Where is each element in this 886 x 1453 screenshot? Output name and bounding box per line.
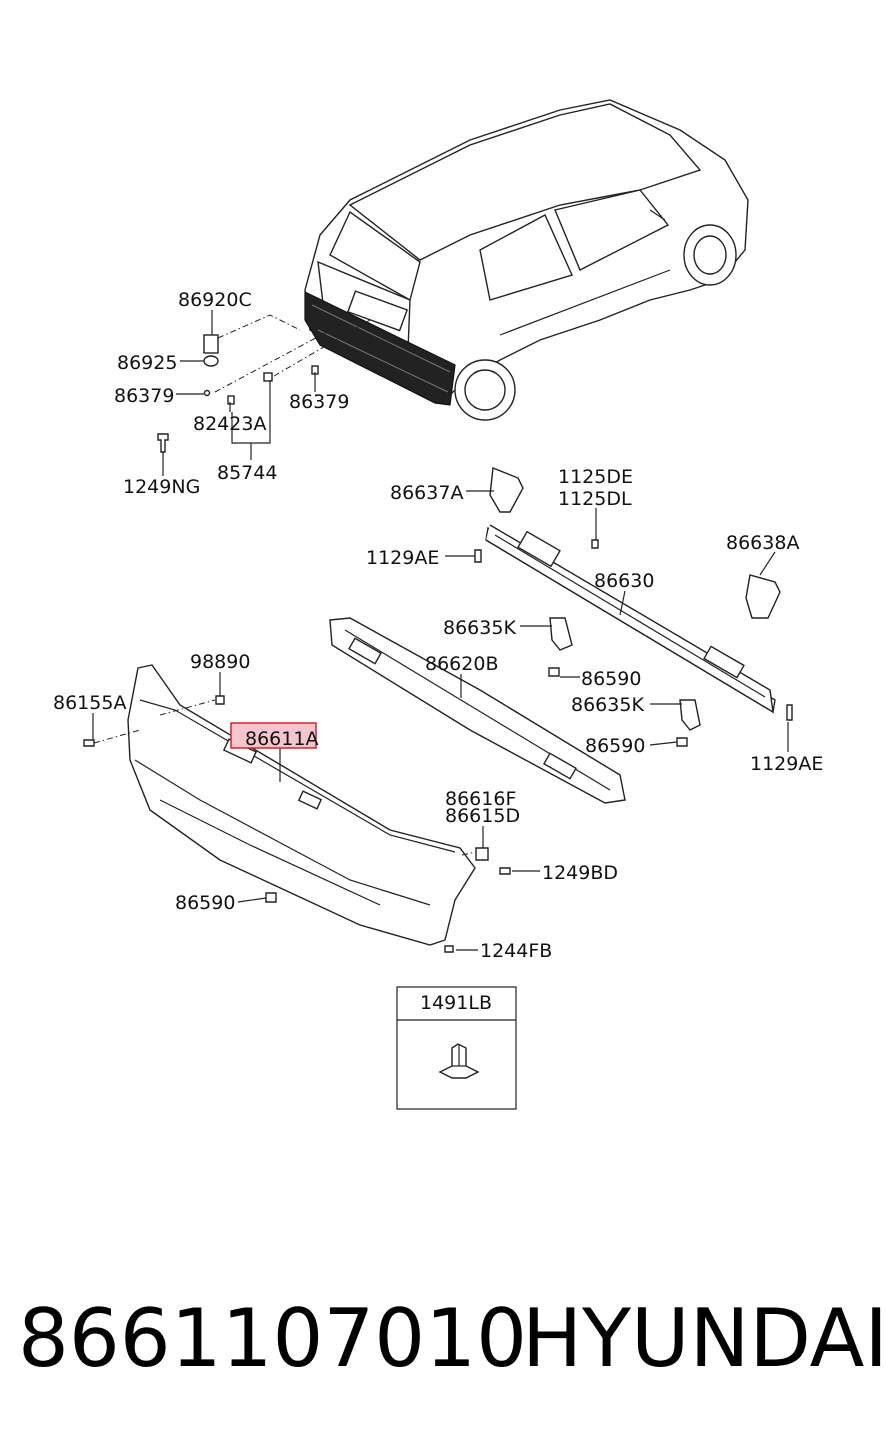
- callout-98890: 98890: [190, 651, 250, 673]
- car-illustration: [304, 99, 749, 421]
- callout-86635K-top: 86635K: [443, 617, 516, 639]
- callout-85744: 85744: [217, 462, 277, 484]
- leader-lines: [92, 310, 789, 951]
- callout-1249NG: 1249NG: [123, 476, 200, 498]
- callout-86925: 86925: [117, 352, 177, 374]
- brand-name: HYUNDAI: [522, 1292, 886, 1385]
- callout-86379-right: 86379: [289, 391, 349, 413]
- callout-86637A: 86637A: [390, 482, 463, 504]
- bumper-beam-86630: [474, 467, 793, 747]
- callout-1129AE-top: 1129AE: [366, 547, 439, 569]
- inset-1491LB: 1491LB: [396, 986, 517, 1110]
- callout-1125DL: 1125DL: [558, 488, 632, 510]
- highlight-box: [230, 722, 317, 749]
- callout-86379-left: 86379: [114, 385, 174, 407]
- callout-86590-top: 86590: [581, 668, 641, 690]
- callout-1244FB: 1244FB: [480, 940, 552, 962]
- inset-label: 1491LB: [420, 992, 492, 1014]
- callout-86616F: 86616F: [445, 788, 516, 810]
- callout-86155A: 86155A: [53, 692, 126, 714]
- callout-82423A: 82423A: [193, 413, 266, 435]
- callout-1249BD: 1249BD: [542, 862, 618, 884]
- license-plate-parts: [157, 314, 371, 453]
- energy-absorber-86620B: [329, 617, 626, 804]
- callout-1125DE: 1125DE: [558, 466, 633, 488]
- callout-86590-bottom: 86590: [175, 892, 235, 914]
- callout-86615D: 86615D: [445, 805, 520, 827]
- callout-1129AE-bottom: 1129AE: [750, 753, 823, 775]
- callout-86635K-bottom: 86635K: [571, 694, 644, 716]
- callout-86611A: 86611A: [245, 728, 318, 750]
- callout-86920C: 86920C: [178, 289, 252, 311]
- callout-86620B: 86620B: [425, 653, 498, 675]
- callout-labels: 86920C 86925 86379 82423A 86379 85744 12…: [53, 289, 823, 962]
- callout-86630: 86630: [594, 570, 654, 592]
- callout-86638A: 86638A: [726, 532, 799, 554]
- bumper-cover-86611A: [83, 664, 511, 953]
- callout-86590-mid: 86590: [585, 735, 645, 757]
- part-number: 8661107010: [18, 1292, 527, 1385]
